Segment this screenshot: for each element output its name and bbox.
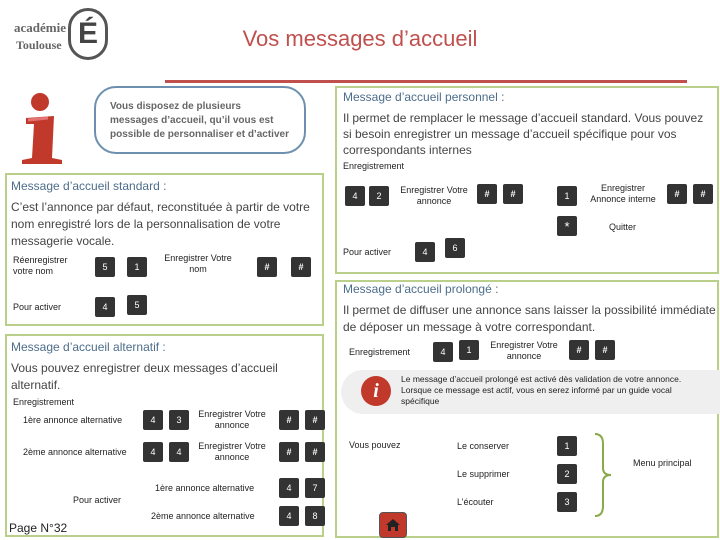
prolonge-desc: Il permet de diffuser une annonce sans l…	[343, 302, 719, 336]
key-5: 5	[127, 295, 147, 315]
key-1: 1	[557, 436, 577, 456]
key-4: 4	[345, 186, 365, 206]
alternatif-activate-label: Pour activer	[73, 495, 121, 506]
key-4: 4	[169, 442, 189, 462]
prolonge-title: Message d’accueil prolongé :	[343, 282, 498, 296]
alternatif-record-action-2: Enregistrer Votre annonce	[197, 441, 267, 463]
key-4: 4	[95, 297, 115, 317]
personnel-activate-label: Pour activer	[343, 247, 391, 258]
key-4: 4	[279, 506, 299, 526]
alternatif-act1-label: 1ère annonce alternative	[155, 483, 254, 494]
key-hash: #	[257, 257, 277, 277]
personnel-record-heading: Enregistrement	[343, 161, 404, 172]
key-4: 4	[143, 442, 163, 462]
key-hash: #	[279, 410, 299, 430]
info-i-icon	[8, 90, 88, 165]
key-2: 2	[557, 464, 577, 484]
key-7: 7	[305, 478, 325, 498]
key-hash: #	[595, 340, 615, 360]
standard-record-label: Réenregistrer votre nom	[13, 255, 83, 277]
prolonge-info-text: Le message d’accueil prolongé est activé…	[401, 374, 705, 407]
alternatif-record-heading: Enregistrement	[13, 397, 74, 408]
key-8: 8	[305, 506, 325, 526]
prolonge-record-label: Enregistrement	[349, 347, 410, 358]
panel-personnel: Message d’accueil personnel : Il permet …	[335, 86, 719, 274]
key-hash: #	[477, 184, 497, 204]
personnel-record-action: Enregistrer Votre annonce	[397, 185, 471, 207]
alternatif-record-action-1: Enregistrer Votre annonce	[197, 409, 267, 431]
key-3: 3	[169, 410, 189, 430]
page-number: Page N°32	[9, 521, 67, 535]
key-6: 6	[445, 238, 465, 258]
alternatif-title: Message d’accueil alternatif :	[11, 340, 166, 354]
key-hash: #	[693, 184, 713, 204]
option-label-ecouter: L’écouter	[457, 497, 494, 508]
alternatif-act2-label: 2ème annonce alternative	[151, 511, 255, 522]
title-divider	[165, 80, 687, 83]
callout-bubble: Vous disposez de plusieurs messages d’ac…	[94, 86, 306, 154]
key-hash: #	[305, 442, 325, 462]
menu-principal-label: Menu principal	[633, 458, 692, 469]
key-2: 2	[369, 186, 389, 206]
key-hash: #	[279, 442, 299, 462]
info-icon: i	[361, 376, 391, 406]
key-5: 5	[95, 257, 115, 277]
callout-text: Vous disposez de plusieurs messages d’ac…	[110, 100, 290, 142]
alternatif-desc: Vous pouvez enregistrer deux messages d’…	[11, 360, 291, 394]
prolonge-record-action: Enregistrer Votre annonce	[487, 340, 561, 362]
standard-activate-label: Pour activer	[13, 302, 61, 313]
option-label-supprimer: Le supprimer	[457, 469, 510, 480]
options-brace-icon	[593, 432, 613, 518]
key-hash: #	[305, 410, 325, 430]
alternatif-row2-label: 2ème annonce alternative	[23, 447, 127, 458]
standard-title: Message d’accueil standard :	[11, 179, 166, 193]
key-star: *	[557, 216, 577, 236]
standard-record-action: Enregistrer Votre nom	[163, 253, 233, 275]
key-3: 3	[557, 492, 577, 512]
panel-prolonge: Message d’accueil prolongé : Il permet d…	[335, 280, 719, 538]
key-hash: #	[667, 184, 687, 204]
prolonge-vous-pouvez: Vous pouvez	[349, 440, 401, 451]
key-4: 4	[433, 342, 453, 362]
option-label-conserver: Le conserver	[457, 441, 509, 452]
personnel-title: Message d’accueil personnel :	[343, 90, 504, 104]
alternatif-row1-label: 1ère annonce alternative	[23, 415, 122, 426]
personnel-desc: Il permet de remplacer le message d’accu…	[343, 110, 713, 158]
panel-standard: Message d’accueil standard : C’est l’ann…	[5, 173, 324, 326]
personnel-internal-action: Enregistrer Annonce interne	[585, 183, 661, 205]
panel-alternatif: Message d’accueil alternatif : Vous pouv…	[5, 334, 324, 537]
key-hash: #	[569, 340, 589, 360]
key-1: 1	[127, 257, 147, 277]
page-title: Vos messages d’accueil	[0, 26, 720, 52]
key-4: 4	[143, 410, 163, 430]
key-1: 1	[459, 340, 479, 360]
key-hash: #	[503, 184, 523, 204]
standard-desc: C’est l’annonce par défaut, reconstituée…	[11, 199, 319, 250]
key-4: 4	[415, 242, 435, 262]
home-icon[interactable]	[379, 512, 407, 538]
key-1: 1	[557, 186, 577, 206]
key-4: 4	[279, 478, 299, 498]
personnel-quit-label: Quitter	[609, 222, 636, 233]
key-hash: #	[291, 257, 311, 277]
